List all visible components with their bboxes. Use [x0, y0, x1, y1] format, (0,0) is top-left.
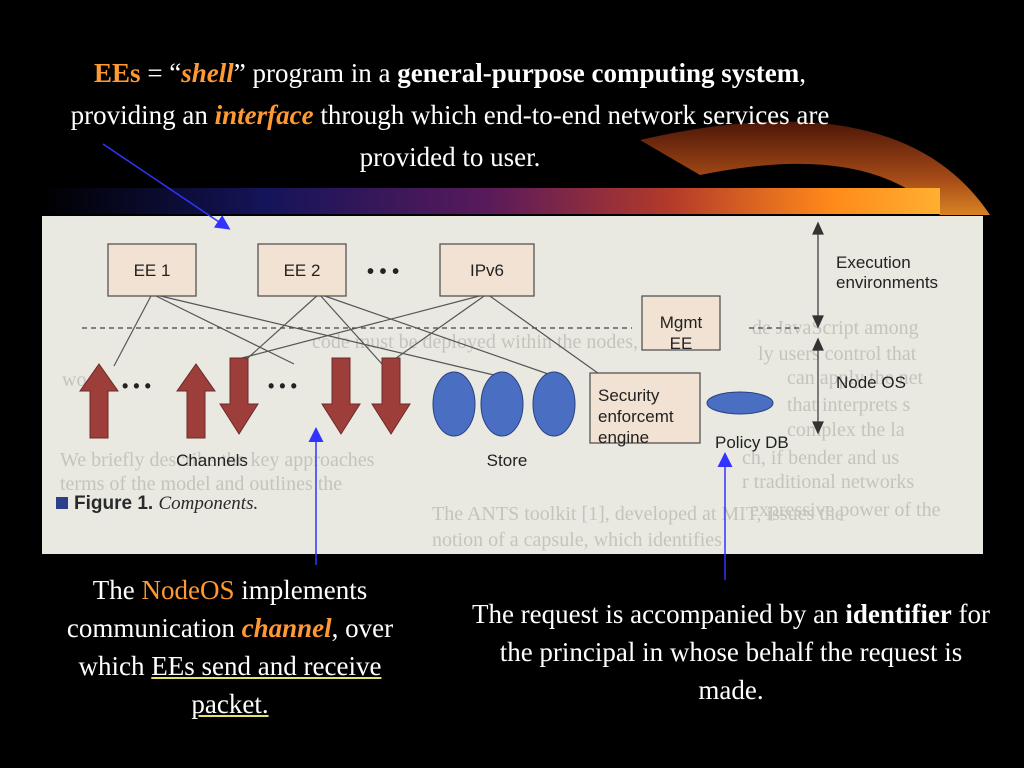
bg-text: We briefly describe the key approaches [60, 449, 375, 471]
store-ellipse [480, 371, 524, 437]
ellipsis: • • • [122, 376, 151, 396]
ee1-label: EE 1 [134, 261, 171, 280]
nodeos-label: Node OS [836, 373, 906, 392]
ellipsis: • • • [367, 261, 399, 283]
title-shell: shell [181, 58, 234, 88]
note-nodeos: NodeOS [141, 575, 235, 605]
mgmt-ee-box [641, 295, 721, 351]
ee2-box [257, 243, 347, 297]
title-text: , providing an [70, 58, 806, 130]
identifier-note: The request is accompanied by an identif… [466, 595, 996, 709]
note-text: for the principal in whose behalf the re… [499, 599, 991, 705]
title-interface: interface [214, 100, 314, 130]
caption-bold: Figure 1. [74, 493, 154, 514]
title-text: ” program in a [233, 58, 398, 88]
security-engine-box [589, 372, 701, 444]
ee2-label: EE 2 [284, 261, 321, 280]
bg-text: ch, if bender and us [742, 447, 899, 469]
channel-up-arrow [79, 363, 119, 439]
ipv6-label: IPv6 [470, 261, 504, 280]
caption-square-icon [56, 497, 68, 509]
store-ellipse [532, 371, 576, 437]
ipv6-box [439, 243, 535, 297]
title-gpcs: general-purpose computing system [397, 58, 800, 88]
note-channel: channel [241, 613, 332, 643]
decorative-swoosh [40, 121, 990, 215]
bg-text: wo [62, 369, 86, 391]
nodeos-note: The NodeOS implements communication chan… [40, 571, 420, 723]
note-text: implements communication [66, 575, 368, 643]
caption-italic: Components. [158, 493, 259, 514]
policy-db-label: Policy DB [715, 433, 789, 452]
bg-text: terms of the model and outlines the [60, 473, 342, 495]
channels-label: Channels [176, 451, 248, 470]
note-text: The request is accompanied by an [471, 599, 846, 629]
components-diagram: de JavaScript among ly users control tha… [60, 221, 941, 551]
channel-down-arrow [321, 357, 361, 435]
title-text: through which end-to-end network service… [313, 100, 830, 172]
note-identifier: identifier [845, 599, 952, 629]
components-figure: de JavaScript among ly users control tha… [42, 216, 983, 554]
bg-text: code must be deployed within the nodes, … [312, 331, 703, 353]
ee1-box [107, 243, 197, 297]
title-text: = “ [140, 58, 182, 88]
pointer-arrow-ee [102, 143, 231, 230]
bg-text: can apply the net [787, 367, 923, 389]
figure-caption: Figure 1. Components. [56, 493, 258, 515]
store-label: Store [487, 451, 528, 470]
channel-down-arrow [371, 357, 411, 435]
note-ees-send: EEs send and receive packet. [151, 651, 382, 719]
channel-up-arrow [176, 363, 216, 439]
slide-title: EEs = “shell” program in a general-purpo… [40, 52, 860, 178]
bg-text: ly users control that [758, 343, 917, 365]
title-ees: EEs [94, 58, 141, 88]
note-text: The [92, 575, 142, 605]
bg-text: notion of a capsule, which identifies [432, 529, 722, 551]
ellipsis: • • • [268, 376, 297, 396]
bg-text: The ANTS toolkit [1], developed at MIT, … [432, 503, 844, 525]
bg-text: de JavaScript among [752, 317, 919, 339]
bg-text: r traditional networks [742, 471, 914, 493]
policy-db-ellipse [706, 391, 774, 415]
bg-text: expressive power of the [750, 499, 941, 521]
channel-down-arrow [219, 357, 259, 435]
store-ellipse [432, 371, 476, 437]
note-text: , over which [78, 613, 394, 681]
